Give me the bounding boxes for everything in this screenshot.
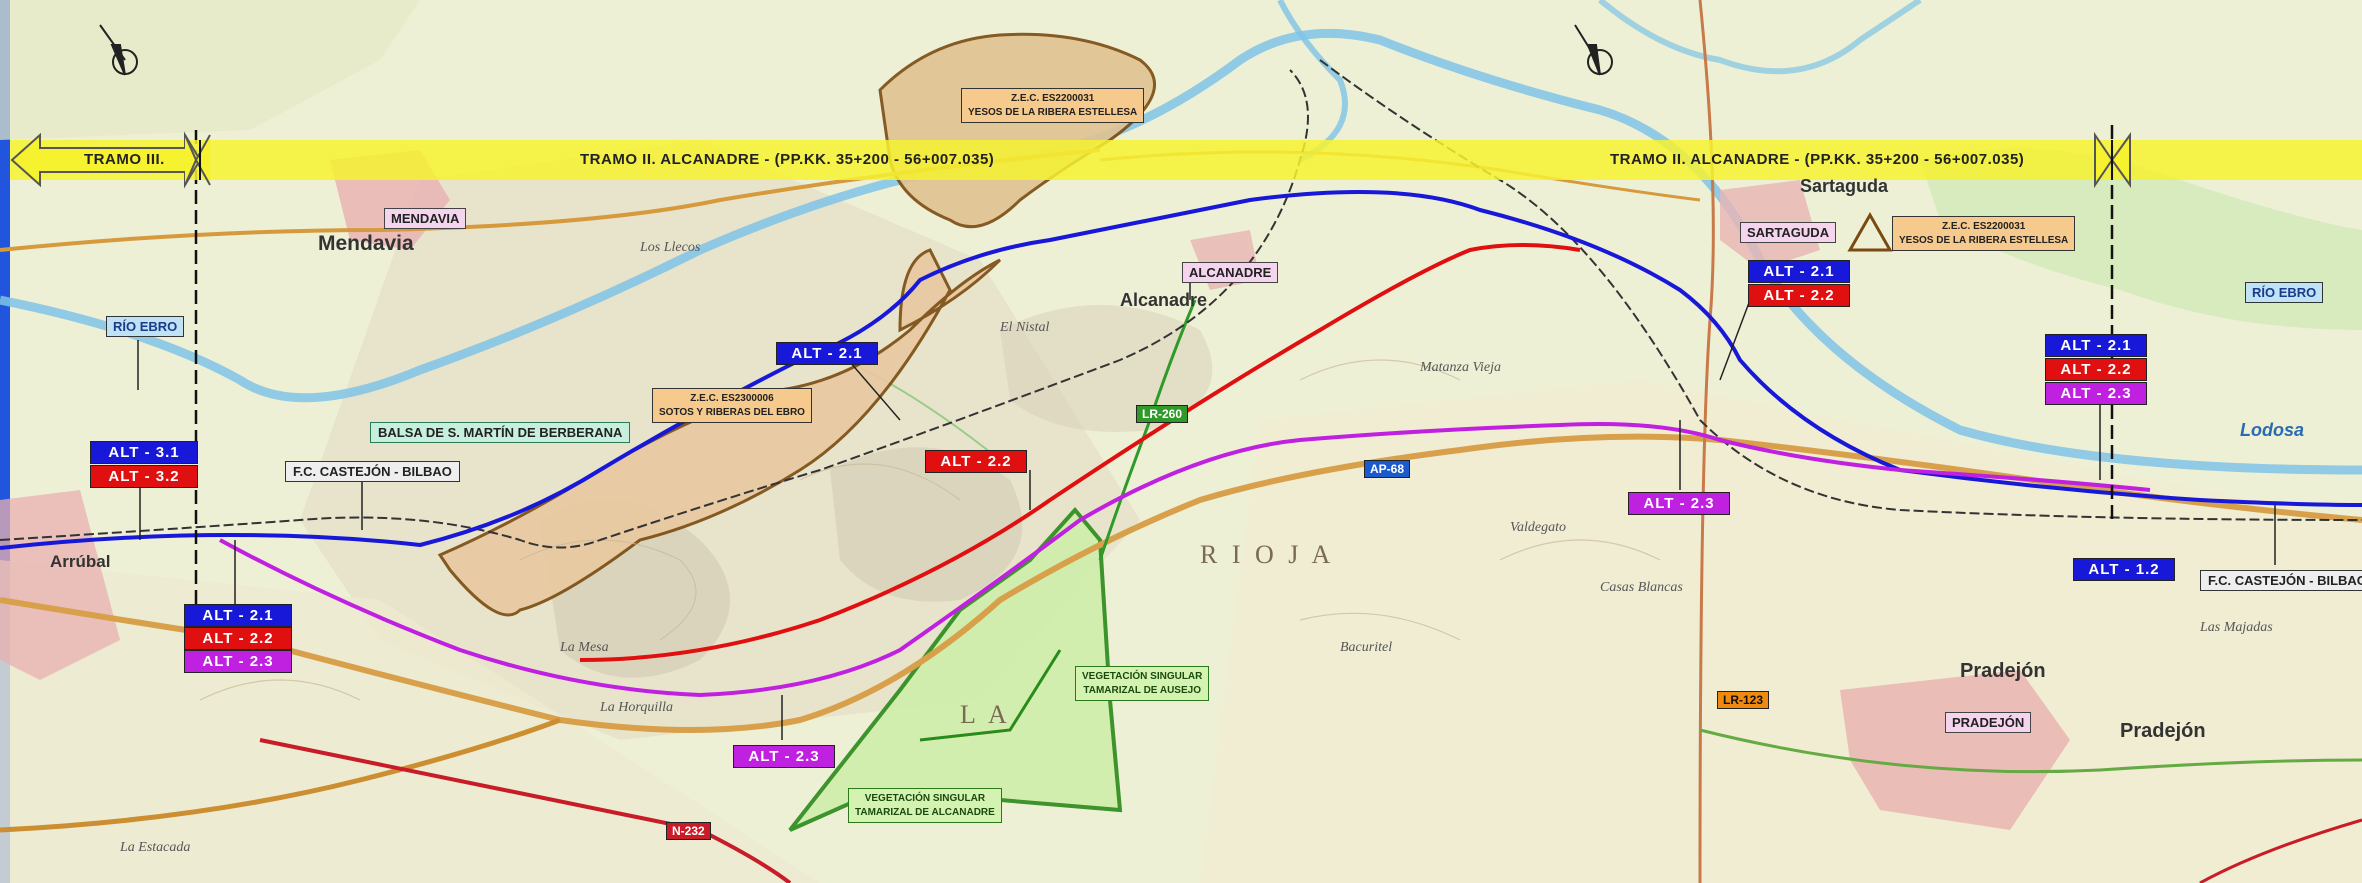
alt-1-2-label[interactable]: ALT - 1.2 — [2073, 558, 2175, 581]
map-text: El Nistal — [1000, 320, 1050, 335]
town-sartaguda: Sartaguda — [1800, 176, 1889, 196]
alt-2-1-label-right[interactable]: ALT - 2.1 — [1748, 260, 1850, 283]
map-text: La Horquilla — [600, 700, 673, 715]
veg-tamarizal-ausejo: VEGETACIÓN SINGULAR TAMARIZAL DE AUSEJO — [1075, 666, 1210, 701]
zec-yesos-right: Z.E.C. ES2200031 YESOS DE LA RIBERA ESTE… — [1892, 216, 2076, 251]
zec-code: Z.E.C. ES2300006 — [690, 393, 774, 404]
town-pradejon-secondary: Pradejón — [2120, 720, 2206, 742]
road-ap-68: AP-68 — [1364, 460, 1411, 478]
place-rio-ebro-right: RÍO EBRO — [2245, 282, 2324, 303]
town-lodosa: Lodosa — [2240, 420, 2305, 440]
veg-name: TAMARIZAL DE ALCANADRE — [855, 806, 995, 818]
zec-name: SOTOS Y RIBERAS DEL EBRO — [659, 406, 805, 418]
zec-yesos-top: Z.E.C. ES2200031 YESOS DE LA RIBERA ESTE… — [961, 88, 1145, 123]
place-alcanadre: ALCANADRE — [1182, 262, 1279, 283]
map-text: La Mesa — [560, 640, 609, 655]
zec-code: Z.E.C. ES2200031 — [1010, 93, 1095, 104]
north-arrow-icon — [1574, 24, 1613, 76]
town-mendavia: Mendavia — [318, 232, 414, 255]
map-text: Valdegato — [1510, 520, 1566, 535]
map-text: Las Majadas — [2200, 620, 2273, 635]
alt-2-3-label-center[interactable]: ALT - 2.3 — [1628, 492, 1730, 515]
zec-code: Z.E.C. ES2200031 — [1941, 221, 2026, 232]
veg-name: TAMARIZAL DE AUSEJO — [1083, 684, 1201, 696]
veg-title: VEGETACIÓN SINGULAR — [864, 793, 986, 804]
road-lr-123: LR-123 — [1717, 691, 1770, 709]
place-sartaguda: SARTAGUDA — [1740, 222, 1837, 243]
zec-name: YESOS DE LA RIBERA ESTELLESA — [968, 106, 1138, 118]
town-arrubal: Arrúbal — [50, 552, 111, 571]
map-text: Casas Blancas — [1600, 580, 1683, 595]
map-text: Los Llecos — [640, 240, 701, 255]
alt-2-1-label-center[interactable]: ALT - 2.1 — [776, 342, 878, 365]
tramo-iii-label: TRAMO III. — [84, 151, 165, 168]
alt-2-3-label-left[interactable]: ALT - 2.3 — [184, 650, 292, 673]
alt-2-2-label-right[interactable]: ALT - 2.2 — [1748, 284, 1850, 307]
place-fc-castejon-bilbao-right: F.C. CASTEJÓN - BILBAO — [2200, 570, 2362, 591]
north-arrow-icon — [99, 24, 138, 76]
place-mendavia: MENDAVIA — [384, 208, 467, 229]
road-lr-260: LR-260 — [1136, 405, 1189, 423]
place-pradejon: PRADEJÓN — [1945, 712, 2032, 733]
alt-2-2-label-center[interactable]: ALT - 2.2 — [925, 450, 1027, 473]
town-pradejon: Pradejón — [1960, 660, 2046, 682]
region-la-text: L A — [960, 700, 1011, 729]
zec-sotos: Z.E.C. ES2300006 SOTOS Y RIBERAS DEL EBR… — [652, 388, 812, 423]
alt-2-3-label-bottom[interactable]: ALT - 2.3 — [733, 745, 835, 768]
veg-tamarizal-alcanadre: VEGETACIÓN SINGULAR TAMARIZAL DE ALCANAD… — [848, 788, 1002, 823]
map-text: Matanza Vieja — [1420, 360, 1502, 375]
region-rioja-text: R I O J A — [1200, 540, 1335, 569]
town-alcanadre: Alcanadre — [1120, 290, 1208, 310]
road-n-232: N-232 — [666, 822, 711, 840]
alt-2-2-label-far-right[interactable]: ALT - 2.2 — [2045, 358, 2147, 381]
alt-3-2-label[interactable]: ALT - 3.2 — [90, 465, 198, 488]
tramo-ii-right-label: TRAMO II. ALCANADRE - (PP.KK. 35+200 - 5… — [1610, 151, 2025, 168]
alt-3-1-label[interactable]: ALT - 3.1 — [90, 441, 198, 464]
veg-title: VEGETACIÓN SINGULAR — [1082, 671, 1203, 682]
place-balsa-san-martin: BALSA DE S. MARTÍN DE BERBERANA — [370, 422, 631, 443]
alt-2-1-label-far-right[interactable]: ALT - 2.1 — [2045, 334, 2147, 357]
map-text: La Estacada — [120, 840, 191, 855]
map-text: Bacuritel — [1340, 640, 1393, 655]
place-fc-castejon-bilbao-left: F.C. CASTEJÓN - BILBAO — [285, 461, 460, 482]
zec-name: YESOS DE LA RIBERA ESTELLESA — [1899, 234, 2069, 246]
place-rio-ebro-left: RÍO EBRO — [106, 316, 185, 337]
alt-2-2-label-left[interactable]: ALT - 2.2 — [184, 627, 292, 650]
alt-2-1-label-left[interactable]: ALT - 2.1 — [184, 604, 292, 627]
tramo-ii-center-label: TRAMO II. ALCANADRE - (PP.KK. 35+200 - 5… — [580, 151, 995, 168]
alt-2-3-label-far-right[interactable]: ALT - 2.3 — [2045, 382, 2147, 405]
